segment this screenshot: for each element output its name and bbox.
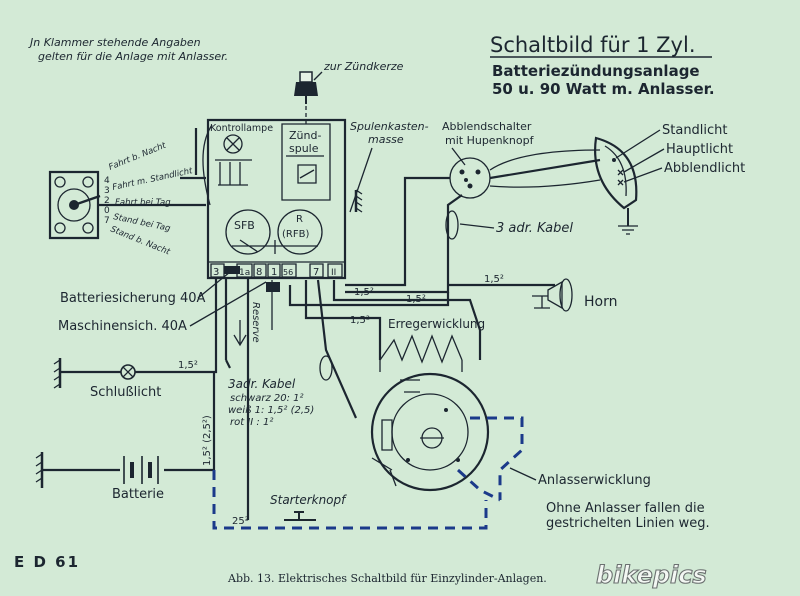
title-line-3: 50 u. 90 Watt m. Anlasser.: [492, 80, 715, 98]
terminal-label: 3: [213, 267, 219, 278]
regulator-sfb: [225, 209, 271, 255]
dimmer-label-2: mit Hupenknopf: [445, 134, 535, 147]
switch-position-label: Fahrt b. Nacht: [107, 140, 168, 172]
battery-fuse: [224, 266, 240, 274]
starter-button-label: Starterknopf: [270, 493, 347, 507]
switch-position-numbers: 4 3 2 0 7: [104, 176, 110, 226]
terminal-label: 56: [283, 268, 293, 277]
dipped-light-label: Abblendlicht: [664, 161, 745, 176]
main-light-label: Hauptlicht: [666, 142, 733, 157]
reserve-arrow: [233, 320, 247, 347]
title-line-2: Batteriezündungsanlage: [492, 62, 700, 80]
terminal-label: 1: [271, 267, 277, 278]
r-label: R: [296, 214, 303, 225]
switch-number: 2: [104, 196, 110, 206]
drawing-code: E D 61: [14, 553, 80, 571]
wires: [60, 176, 555, 520]
lamp-wire: [202, 124, 213, 206]
horn: [532, 278, 573, 312]
wire-size-label: 1,5²: [354, 287, 374, 298]
reserve-label: Reserve: [250, 302, 261, 343]
title-line-1: Schaltbild für 1 Zyl.: [490, 33, 696, 57]
switch-number: 0: [104, 206, 110, 216]
wire-size-label: 1,5²: [406, 294, 426, 305]
switch-position-label: Fahrt m. Standlicht: [112, 166, 194, 193]
note-line-1: Jn Klammer stehende Angaben: [28, 36, 201, 49]
battery-fuse-label: Batteriesicherung 40A: [60, 291, 206, 306]
wire-size-label: 1,5² (2,5²): [202, 415, 213, 466]
figure-caption: Abb. 13. Elektrisches Schaltbild für Ein…: [227, 572, 547, 585]
cable-white-label: weiß 1: 1,5² (2,5): [228, 405, 314, 416]
machine-fuse-label: Maschinensich. 40A: [58, 319, 187, 334]
starter-dashed-lines: [212, 416, 524, 530]
dimmer-label-1: Abblendschalter: [442, 120, 532, 133]
switch-number: 3: [104, 186, 110, 196]
wire-size-label: 1,5²: [350, 315, 370, 326]
battery: [35, 452, 164, 488]
coil-ground-label-1: Spulenkasten-: [350, 120, 429, 133]
ground-symbol: [354, 189, 363, 213]
sfb-label: SFB: [234, 219, 255, 232]
light-switch: [48, 170, 101, 240]
terminal-label: 8: [256, 267, 262, 278]
tail-light-label: Schlußlicht: [90, 385, 161, 400]
generator: [370, 372, 490, 492]
starter-button: [284, 511, 316, 521]
no-starter-note-1: Ohne Anlasser fallen die: [546, 501, 705, 516]
watermark-logo: bikepics: [596, 561, 707, 589]
light-leader-lines: [615, 129, 665, 183]
control-lamp-cross: [226, 137, 240, 151]
machine-fuse: [266, 282, 280, 292]
control-lamp-label: Kontrollampe: [210, 123, 273, 134]
note-line-2: gelten für die Anlage mit Anlasser.: [38, 50, 228, 63]
battery-label: Batterie: [112, 487, 164, 502]
spark-plug-label: zur Zündkerze: [323, 60, 404, 73]
headlamp: [594, 136, 638, 235]
wire-size-label: 1,5²: [178, 360, 198, 371]
terminal-label: 1a: [239, 268, 250, 278]
dimmer-switch: [449, 157, 491, 199]
cable-black-label: schwarz 20: 1²: [230, 393, 304, 404]
no-starter-note-2: gestrichelten Linien weg.: [546, 516, 710, 531]
dimmer-to-headlamp: [489, 158, 601, 180]
spark-plug: [294, 71, 318, 104]
parking-light-label: Standlicht: [662, 123, 728, 138]
fuse-leader-lines: [189, 271, 267, 327]
wire-size-label: 25²: [232, 516, 249, 527]
wire-size-label: 1,5²: [484, 274, 504, 285]
cable-3-label: 3 adr. Kabel: [496, 221, 573, 236]
regulator-rfb: [277, 209, 323, 255]
starter-winding-label: Anlasserwicklung: [538, 473, 651, 488]
terminal-label: 7: [313, 267, 319, 278]
tail-light: [53, 358, 136, 389]
switch-number: 7: [104, 216, 110, 226]
control-box: [206, 118, 347, 280]
switch-position-label: Fahrt bei Tag: [115, 198, 171, 208]
cable-red-label: rot II : 1²: [230, 417, 273, 428]
ignition-coil: [281, 123, 331, 201]
switch-position-labels: Fahrt b. Nacht Fahrt m. Standlicht Fahrt…: [107, 140, 194, 257]
cable-marker: [445, 210, 459, 240]
coil-ground-label-2: masse: [368, 133, 404, 146]
field-winding-label: Erregerwicklung: [388, 317, 485, 331]
coil-core: [297, 164, 317, 184]
regulator-contacts: [232, 239, 318, 254]
control-lamp: [223, 134, 243, 154]
ignition-coil-label-1: Zünd-: [289, 129, 321, 142]
relay-contacts: [215, 159, 252, 186]
cable-3b-label: 3adr. Kabel: [228, 377, 296, 391]
cable-marker-lower: [319, 355, 333, 381]
switch-number: 4: [104, 176, 110, 186]
ignition-coil-label-2: spule: [289, 142, 319, 155]
horn-label: Horn: [584, 294, 617, 310]
rfb-label: (RFB): [282, 229, 309, 240]
field-winding-coil: [379, 334, 463, 364]
terminal-label: II: [331, 268, 336, 278]
